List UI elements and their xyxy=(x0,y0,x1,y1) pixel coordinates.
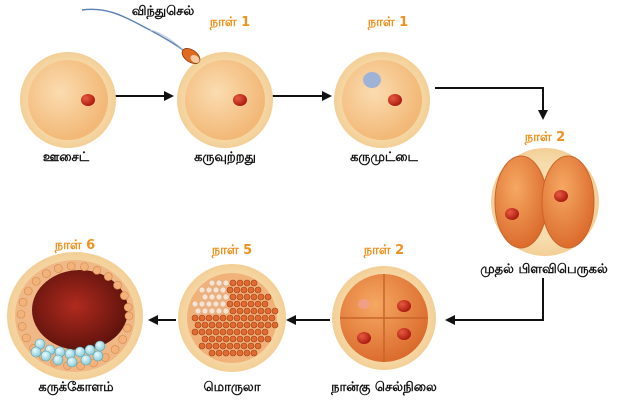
day-label-fertilization: நாள் 1 xyxy=(210,15,250,31)
morula-embryo xyxy=(178,264,286,372)
pronucleus-blue xyxy=(363,72,381,88)
day-label-blastocyst: நாள் 6 xyxy=(55,238,95,254)
day-label-zygote: நாள் 1 xyxy=(368,15,408,31)
blastocoel xyxy=(32,270,128,350)
day-label-four-cell: நாள் 2 xyxy=(364,243,404,259)
oocyte-nucleus xyxy=(81,94,95,106)
blastocyst-embryo xyxy=(7,252,143,380)
stage-label-first-cleavage: முதல் பிளவிபெருகல் xyxy=(480,262,608,278)
zygote-cell xyxy=(334,52,430,148)
four-cell-embryo xyxy=(332,266,436,370)
day-label-morula: நாள் 5 xyxy=(212,243,252,259)
arrow-zygote-to-cleavage xyxy=(435,88,543,118)
stage-label-four-cell: நான்கு செல்நிலை xyxy=(331,380,437,396)
oocyte-cell xyxy=(20,52,116,148)
stage-label-blastocyst: கருக்கோளம் xyxy=(38,380,113,396)
stage-label-oocyte: ஊசைட் xyxy=(43,150,89,166)
day-label-first-cleavage: நாள் 2 xyxy=(525,130,565,146)
arrow-cleavage-to-four-cell xyxy=(447,278,543,320)
stage-label-fertilization: கருவுற்றது xyxy=(194,150,256,166)
sperm-label: விந்துசெல் xyxy=(132,4,195,20)
stage-label-morula: மொருலா xyxy=(203,380,260,396)
two-cell-embryo xyxy=(491,148,599,256)
stage-label-zygote: கருமுட்டை xyxy=(350,150,418,166)
